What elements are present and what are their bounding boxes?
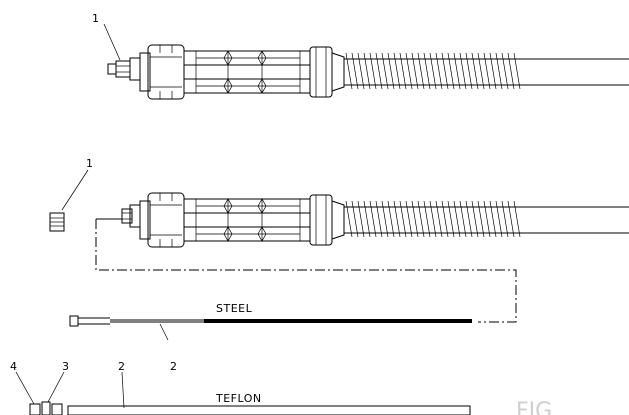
- callout-leader-1b: [61, 169, 89, 211]
- callout-3: 3: [62, 360, 69, 373]
- callout-2-teflon: 2: [118, 360, 125, 373]
- steel-liner: [69, 315, 472, 327]
- callout-1-lower: 1: [86, 157, 93, 170]
- callout-1-upper: 1: [92, 12, 99, 25]
- nozzle-nut-assembled: [107, 57, 141, 81]
- teflon-label: TEFLON: [215, 392, 262, 405]
- callout-leader-1a: [103, 23, 121, 61]
- figure-caption: FIG: [516, 399, 552, 415]
- steel-label: STEEL: [216, 302, 253, 315]
- callout-leader-2a: [159, 323, 169, 341]
- callout-2-steel: 2: [170, 360, 177, 373]
- torch-assembly-lower: [96, 192, 629, 248]
- callout-4: 4: [10, 360, 17, 373]
- torch-assembly-upper: [107, 44, 629, 100]
- callout-leader-4: [15, 371, 35, 405]
- callout-leader-3: [47, 371, 65, 403]
- spring-coil: [345, 200, 521, 238]
- liner-inlet-fitting: [96, 204, 141, 228]
- insertion-path-line: [95, 219, 517, 323]
- spring-coil: [345, 52, 521, 90]
- teflon-liner: [29, 401, 471, 415]
- nozzle-nut-loose: [49, 212, 65, 232]
- callout-leader-2b: [121, 371, 125, 409]
